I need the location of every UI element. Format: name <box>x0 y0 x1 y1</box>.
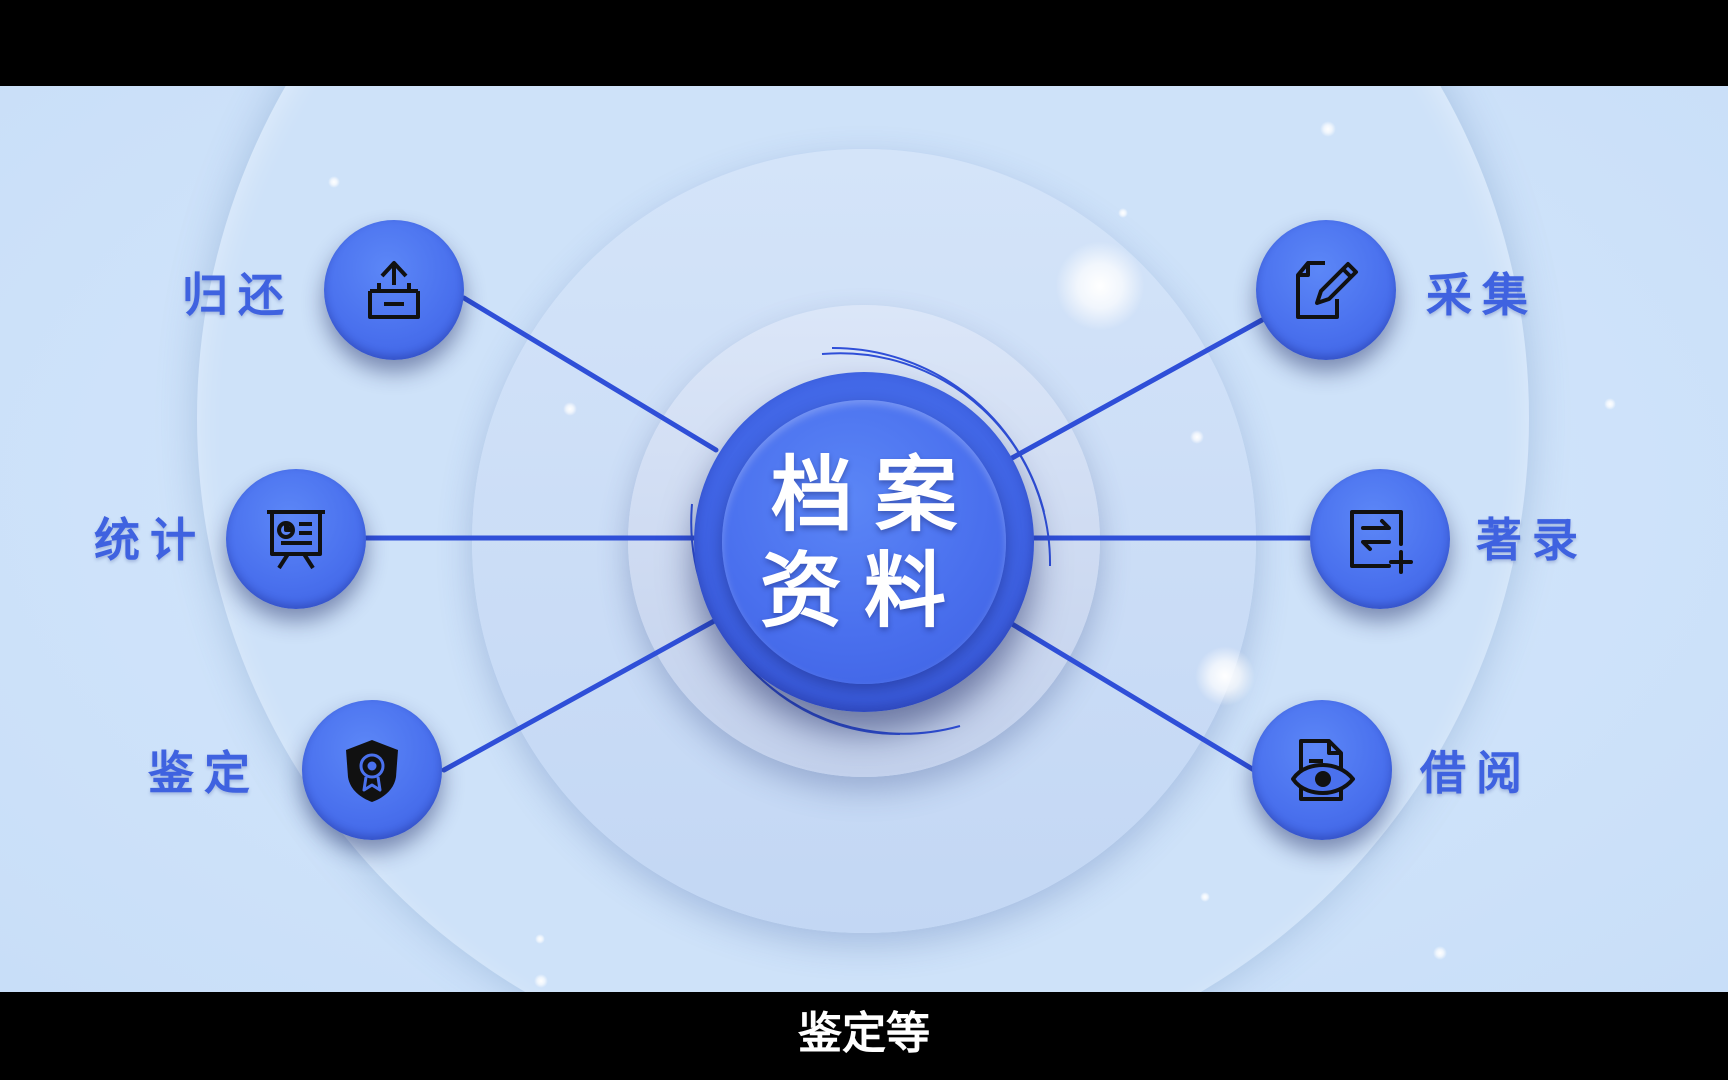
letterbox-top <box>0 0 1728 86</box>
node-label-appraisal: 鉴定 <box>148 746 260 800</box>
sparkle <box>1200 892 1210 902</box>
diagram-scene: 档案资料 归还 统计 <box>0 86 1728 992</box>
node-borrow[interactable] <box>1252 700 1392 840</box>
node-label-collect: 采集 <box>1426 268 1538 322</box>
hub-arc-top-2 <box>831 346 1045 513</box>
node-appraisal[interactable] <box>302 700 442 840</box>
sparkle <box>1433 946 1447 960</box>
node-catalog[interactable] <box>1310 469 1450 609</box>
node-label-catalog: 著录 <box>1476 513 1588 567</box>
video-subtitle: 鉴定等 <box>798 1008 930 1059</box>
letterbox-bottom <box>0 992 1728 1080</box>
sparkle <box>328 176 340 188</box>
sparkle <box>1190 430 1204 444</box>
node-statistics[interactable] <box>226 469 366 609</box>
shield-badge-icon <box>346 740 398 802</box>
sparkle <box>1118 208 1128 218</box>
node-collect[interactable] <box>1256 220 1396 360</box>
sparkle <box>535 934 545 944</box>
presentation-chart-icon <box>267 510 325 570</box>
connector-appraisal <box>441 617 719 773</box>
return-box-icon <box>368 261 420 319</box>
connector-lines <box>363 295 1317 773</box>
connector-collect <box>1009 317 1265 461</box>
node-label-return: 归还 <box>182 268 294 322</box>
node-return[interactable] <box>324 220 464 360</box>
sparkle <box>1604 398 1616 410</box>
sparkle <box>1055 241 1145 331</box>
node-label-statistics: 统计 <box>94 513 206 567</box>
sparkle <box>563 402 577 416</box>
hub-title: 档案资料 <box>759 448 979 639</box>
connector-return <box>461 295 719 453</box>
connector-borrow <box>1009 621 1257 773</box>
sparkle <box>1195 646 1255 706</box>
document-eye-icon <box>1291 739 1355 801</box>
node-label-borrow: 借阅 <box>1420 746 1532 800</box>
hub-face: 档案资料 <box>722 400 1006 684</box>
central-hub[interactable]: 档案资料 <box>694 372 1034 712</box>
hub-arc-top <box>821 352 1052 567</box>
sparkle <box>534 974 548 988</box>
sparkle <box>1320 121 1336 137</box>
edit-document-icon <box>1296 261 1358 319</box>
transfer-add-icon <box>1350 510 1413 574</box>
